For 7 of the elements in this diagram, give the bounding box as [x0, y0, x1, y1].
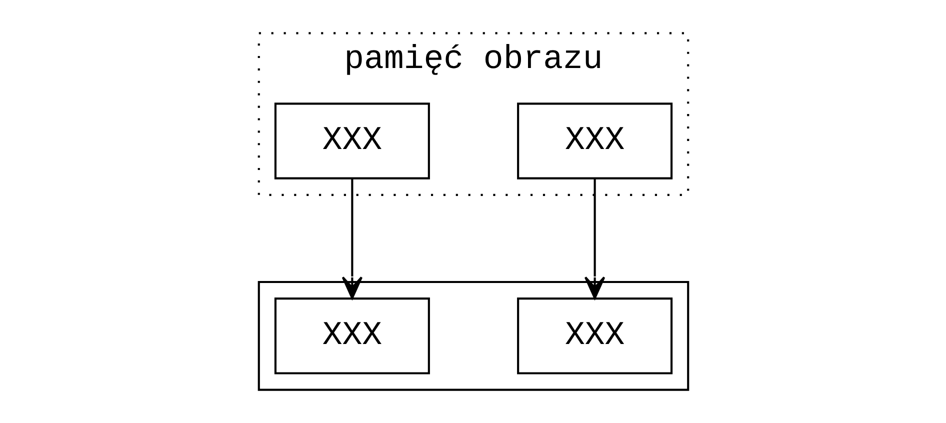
arrow [341, 178, 362, 300]
cluster [257, 280, 689, 391]
arrow [584, 178, 605, 300]
node-box: XXX [274, 102, 430, 180]
node-box: XXX [274, 298, 430, 374]
node-box: XXX [516, 298, 672, 374]
node-box: XXX [516, 102, 672, 180]
